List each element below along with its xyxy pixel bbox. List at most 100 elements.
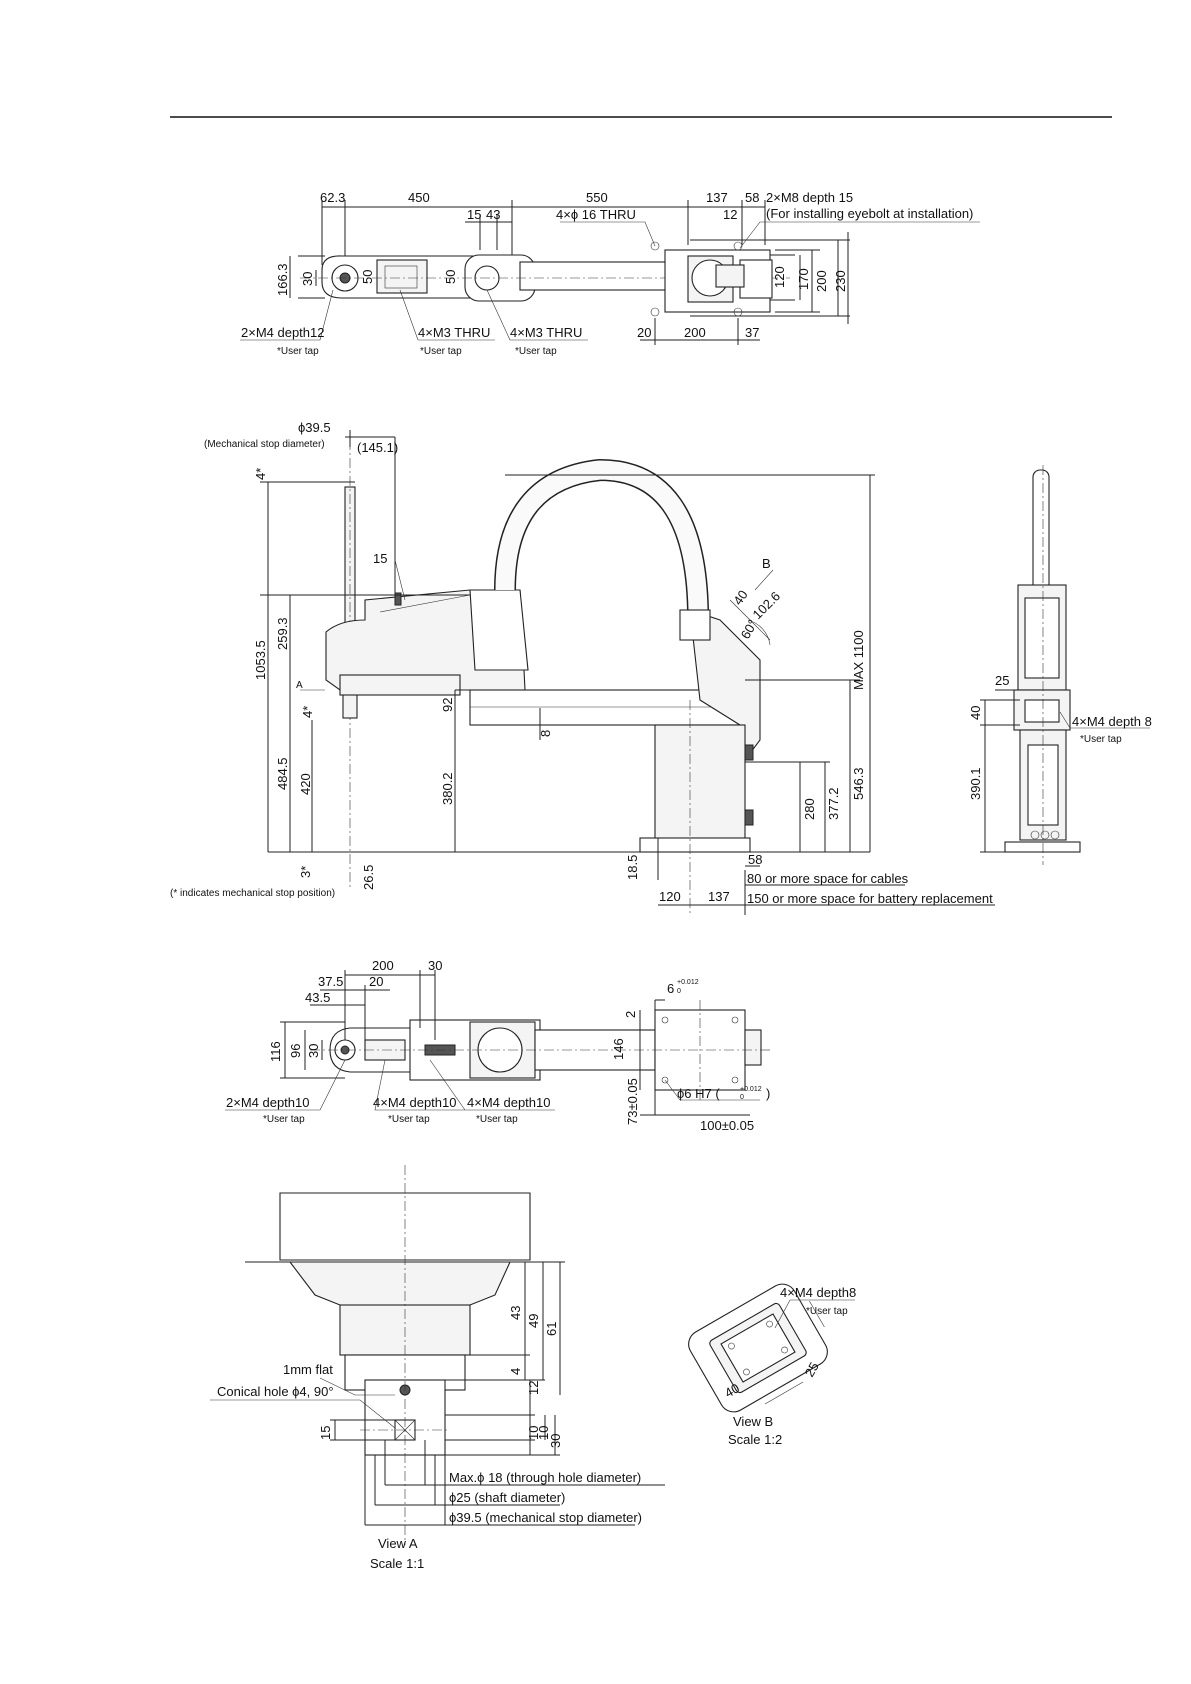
viewb-label-user-tap: *User tap — [806, 1306, 848, 1317]
viewa-dim-4: 4 — [508, 1368, 523, 1375]
side-dim-4-top: 4* — [253, 468, 268, 480]
bottom-dim-200: 200 — [372, 958, 394, 973]
top-dim-50a: 50 — [360, 270, 375, 284]
bottom-close-paren: ) — [766, 1086, 770, 1101]
bottom-dim-2: 2 — [623, 1011, 638, 1018]
top-dim-230: 230 — [833, 270, 848, 292]
viewb-dim-25: 25 — [802, 1359, 822, 1379]
bottom-label-phi6: ϕ6 H7 ( — [677, 1086, 720, 1101]
side-dim-92: 92 — [440, 698, 455, 712]
side-dim-max1100: MAX 1100 — [851, 630, 866, 690]
top-label-eyebolt: (For installing eyebolt at installation) — [766, 206, 973, 221]
side-dim-120: 120 — [659, 889, 681, 904]
viewa-dim-12: 12 — [526, 1381, 541, 1395]
bottom-label-user-tap-1: *User tap — [263, 1114, 305, 1125]
viewa-scale: Scale 1:1 — [370, 1556, 424, 1571]
side-dim-40: 40 — [730, 587, 751, 607]
side-dim-420: 420 — [298, 773, 313, 795]
side-dim-3: 3* — [298, 866, 313, 878]
viewa-label-stop: ϕ39.5 (mechanical stop diameter) — [449, 1510, 642, 1525]
bottom-tol-phi6b: 0 — [740, 1094, 744, 1101]
rear-view: 25 40 390.1 4×M4 depth 8 *User tap — [968, 465, 1152, 865]
top-dim-50b: 50 — [443, 270, 458, 284]
side-dim-15: 15 — [373, 551, 387, 566]
top-label-user-tap-3: *User tap — [515, 346, 557, 357]
viewa-dim-43: 43 — [508, 1306, 523, 1320]
side-note-stop: (* indicates mechanical stop position) — [170, 888, 335, 899]
rear-label-m4: 4×M4 depth 8 — [1072, 714, 1152, 729]
bottom-label-m4-a: 2×M4 depth10 — [226, 1095, 309, 1110]
top-dim-15: 15 — [467, 207, 481, 222]
bottom-label-m4-b: 4×M4 depth10 — [373, 1095, 456, 1110]
side-label-stop-diameter: (Mechanical stop diameter) — [204, 439, 325, 450]
view-b: 4×M4 depth8 *User tap 40 25 View B Scale… — [688, 1283, 856, 1447]
viewa-label-flat: 1mm flat — [283, 1362, 333, 1377]
top-dim-37: 37 — [745, 325, 759, 340]
top-dim-43: 43 — [486, 207, 500, 222]
top-dim-30: 30 — [300, 272, 315, 286]
side-dim-137: 137 — [708, 889, 730, 904]
top-dim-200b: 200 — [684, 325, 706, 340]
bottom-dim-30b: 30 — [306, 1044, 321, 1058]
viewb-title: View B — [733, 1414, 773, 1429]
side-dim-1053-5: 1053.5 — [253, 640, 268, 680]
side-dim-380-2: 380.2 — [440, 772, 455, 805]
rear-dim-40: 40 — [968, 706, 983, 720]
side-dim-102-6: 102.6 — [750, 589, 784, 623]
side-dim-8: 8 — [538, 730, 553, 737]
top-label-user-tap-1: *User tap — [277, 346, 319, 357]
side-dim-484-5: 484.5 — [275, 757, 290, 790]
top-dim-550: 550 — [586, 190, 608, 205]
side-dim-259-3: 259.3 — [275, 617, 290, 650]
top-dim-20: 20 — [637, 325, 651, 340]
top-dim-120: 120 — [772, 266, 787, 288]
top-dim-170: 170 — [796, 268, 811, 290]
side-view: ϕ39.5 (Mechanical stop diameter) (145.1)… — [170, 420, 995, 915]
bottom-dim-96: 96 — [288, 1044, 303, 1058]
top-dim-166-3: 166.3 — [275, 263, 290, 296]
bottom-dim-100: 100±0.05 — [700, 1118, 754, 1133]
side-label-b: B — [762, 556, 771, 571]
top-label-user-tap-2: *User tap — [420, 346, 462, 357]
viewa-dim-30: 30 — [548, 1434, 563, 1448]
viewa-label-through: Max.ϕ 18 (through hole diameter) — [449, 1470, 641, 1485]
bottom-dim-37-5: 37.5 — [318, 974, 343, 989]
side-dim-phi39-5: ϕ39.5 — [298, 420, 331, 435]
side-dim-145-1: (145.1) — [357, 440, 398, 455]
top-view: 62.3 450 550 137 58 15 43 12 4×ϕ 16 THRU… — [240, 190, 980, 357]
rear-label-user-tap: *User tap — [1080, 734, 1122, 745]
top-label-m3-a: 4×M3 THRU — [418, 325, 490, 340]
viewb-dim-40: 40 — [722, 1380, 742, 1400]
viewa-dim-10a: 10 — [526, 1426, 541, 1440]
viewa-title: View A — [378, 1536, 418, 1551]
bottom-label-user-tap-3: *User tap — [476, 1114, 518, 1125]
top-dim-200: 200 — [814, 270, 829, 292]
rear-dim-390-1: 390.1 — [968, 767, 983, 800]
top-label-m4-tap: 2×M4 depth12 — [241, 325, 324, 340]
side-dim-377-2: 377.2 — [826, 787, 841, 820]
top-dim-137: 137 — [706, 190, 728, 205]
side-arrow-a: A — [296, 680, 303, 691]
top-dim-12: 12 — [723, 207, 737, 222]
viewa-dim-10b: 10 — [536, 1426, 551, 1440]
side-dim-58: 58 — [748, 852, 762, 867]
viewa-label-conical: Conical hole ϕ4, 90° — [217, 1384, 334, 1399]
viewb-label-m4: 4×M4 depth8 — [780, 1285, 856, 1300]
side-dim-60: 60° — [738, 617, 761, 642]
bottom-view: 200 30 37.5 20 43.5 116 96 30 2 146 6 +0… — [225, 958, 770, 1133]
bottom-dim-20: 20 — [369, 974, 383, 989]
top-label-m8: 2×M8 depth 15 — [766, 190, 853, 205]
viewa-dim-49: 49 — [526, 1314, 541, 1328]
bottom-dim-116: 116 — [268, 1041, 283, 1062]
bottom-dim-146: 146 — [611, 1038, 626, 1060]
side-dim-26-5: 26.5 — [361, 865, 376, 890]
bottom-label-user-tap-2: *User tap — [388, 1114, 430, 1125]
bottom-tol-phi6: +0.012 — [740, 1086, 762, 1093]
top-dim-62-3: 62.3 — [320, 190, 345, 205]
bottom-label-m4-c: 4×M4 depth10 — [467, 1095, 550, 1110]
top-label-holes-thru: 4×ϕ 16 THRU — [556, 207, 636, 222]
bottom-dim-43-5: 43.5 — [305, 990, 330, 1005]
bottom-dim-30: 30 — [428, 958, 442, 973]
top-dim-58: 58 — [745, 190, 759, 205]
